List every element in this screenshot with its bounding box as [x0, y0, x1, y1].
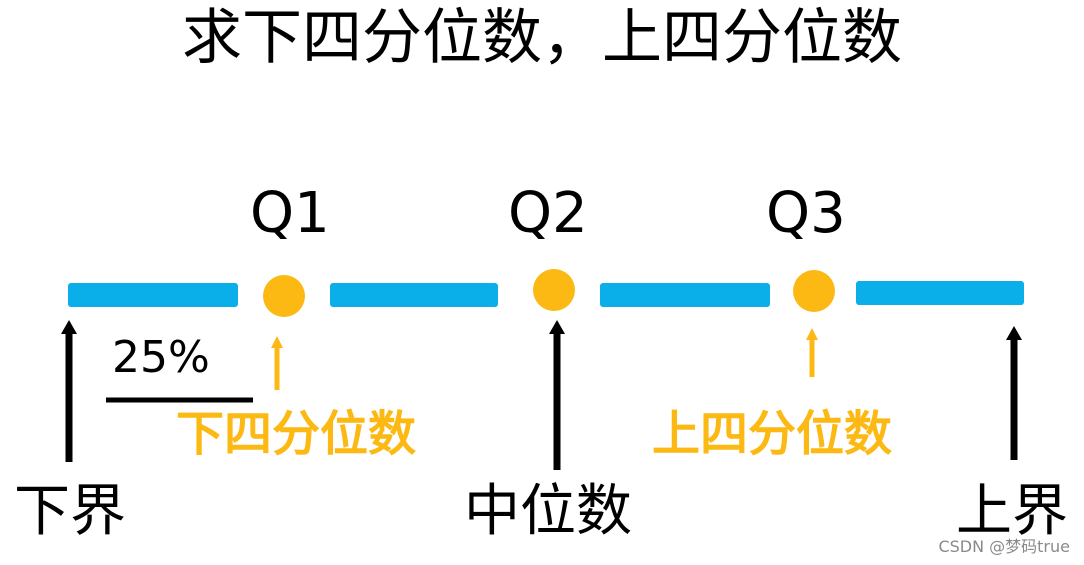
q3-point — [793, 270, 835, 312]
lower-bound-arrow — [61, 320, 77, 462]
lower-bound-label: 下界 — [14, 479, 126, 544]
q3-arrow — [806, 328, 818, 377]
q1-point — [263, 275, 305, 317]
upper-quartile-label: 上四分位数 — [652, 406, 893, 462]
q2-point — [533, 269, 575, 311]
segment-1 — [68, 283, 238, 307]
q1-arrow — [271, 336, 283, 390]
segment-2 — [330, 283, 498, 307]
watermark: CSDN @梦码true — [938, 537, 1070, 556]
percent-label: 25% — [112, 332, 210, 383]
lower-quartile-label: 下四分位数 — [176, 406, 417, 462]
segment-3 — [600, 283, 770, 307]
q3-label: Q3 — [766, 181, 846, 246]
q2-label: Q2 — [508, 181, 588, 246]
median-label: 中位数 — [464, 479, 632, 544]
upper-bound-label: 上界 — [956, 479, 1068, 544]
upper-bound-arrow — [1006, 326, 1022, 460]
diagram-title: 求下四分位数，上四分位数 — [182, 3, 902, 73]
q1-label: Q1 — [250, 181, 330, 246]
segment-4 — [856, 281, 1024, 305]
median-arrow — [549, 320, 565, 470]
